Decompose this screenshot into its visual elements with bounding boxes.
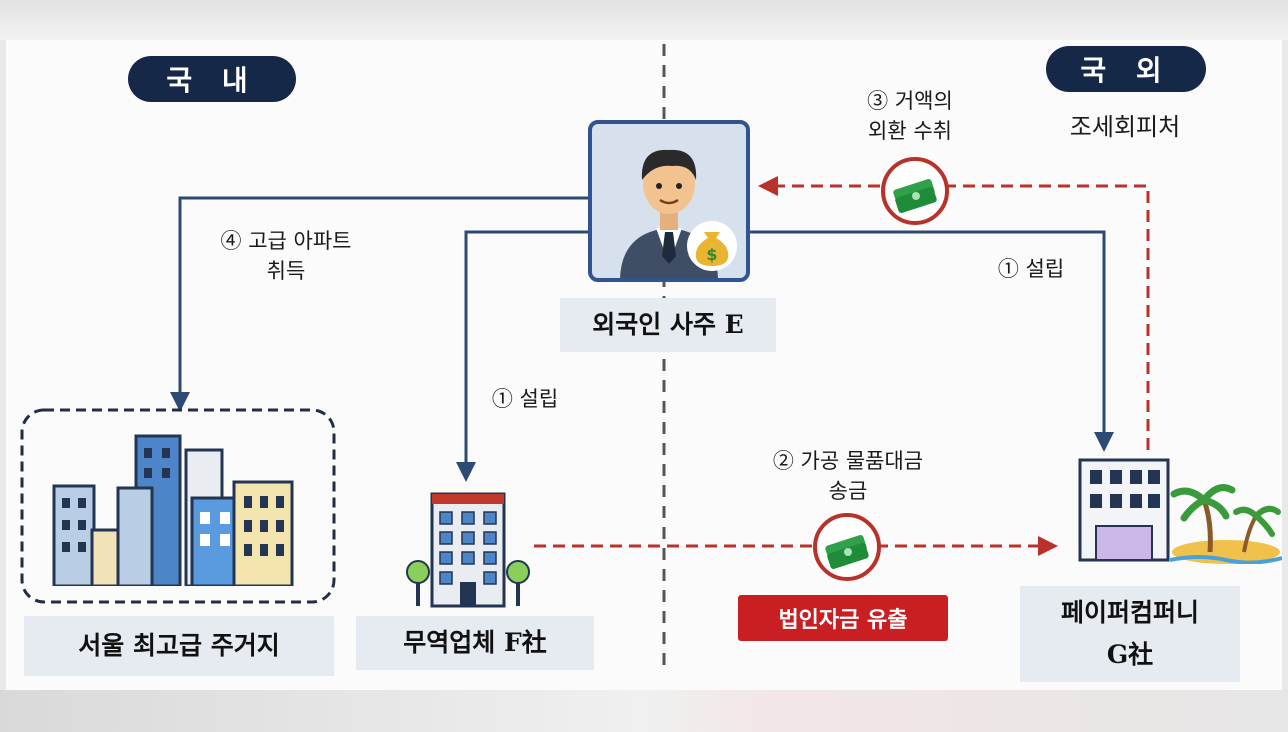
step2-label: ② 가공 물품대금 송금: [772, 449, 924, 503]
paper-company-label: 페이퍼컴퍼니 G社: [1020, 586, 1240, 682]
palm-island-icon: [1170, 484, 1282, 564]
top-band: [0, 0, 1288, 40]
money-stack-icon: [813, 513, 881, 581]
outflow-badge: 법인자금 유출: [738, 595, 948, 641]
step4-label: ④ 고급 아파트 취득: [220, 229, 352, 283]
office-building-icon: [406, 492, 530, 608]
svg-text:$: $: [706, 245, 717, 264]
arrowhead-exchange: [758, 176, 778, 196]
businessman-icon: [620, 149, 718, 278]
arrow-owner-to-trading: [464, 230, 588, 470]
step1-trading-label: ① 설립: [491, 387, 559, 411]
city-buildings-icon: [52, 434, 294, 586]
arrowhead-remittance: [1038, 536, 1058, 556]
arrowhead-trading: [456, 462, 476, 482]
step3-label: ③ 거액의 외환 수취: [867, 89, 953, 143]
domestic-badge: 국 내: [128, 56, 296, 102]
step1-paper-label: ① 설립: [997, 257, 1065, 281]
arrowhead-paper: [1094, 432, 1114, 452]
flow-foreign-exchange: [776, 184, 1150, 450]
trading-label: 무역업체 F社: [356, 616, 594, 670]
arrowhead-seoul: [170, 392, 190, 412]
owner-card: $: [588, 120, 750, 282]
bottom-band: [0, 690, 1288, 732]
money-bag-icon: $: [687, 221, 737, 271]
seoul-label: 서울 최고급 주거지: [24, 616, 334, 676]
overseas-badge: 국 외: [1046, 46, 1206, 92]
seoul-frame: [20, 408, 336, 604]
owner-label: 외국인 사주 E: [560, 298, 776, 352]
tax-haven-label: 조세회피처: [1069, 113, 1181, 141]
money-stack-icon: [881, 157, 949, 225]
paper-company-building-icon: [1078, 458, 1170, 562]
arrow-owner-to-seoul: [178, 196, 588, 400]
arrow-owner-to-paper: [750, 230, 1106, 440]
